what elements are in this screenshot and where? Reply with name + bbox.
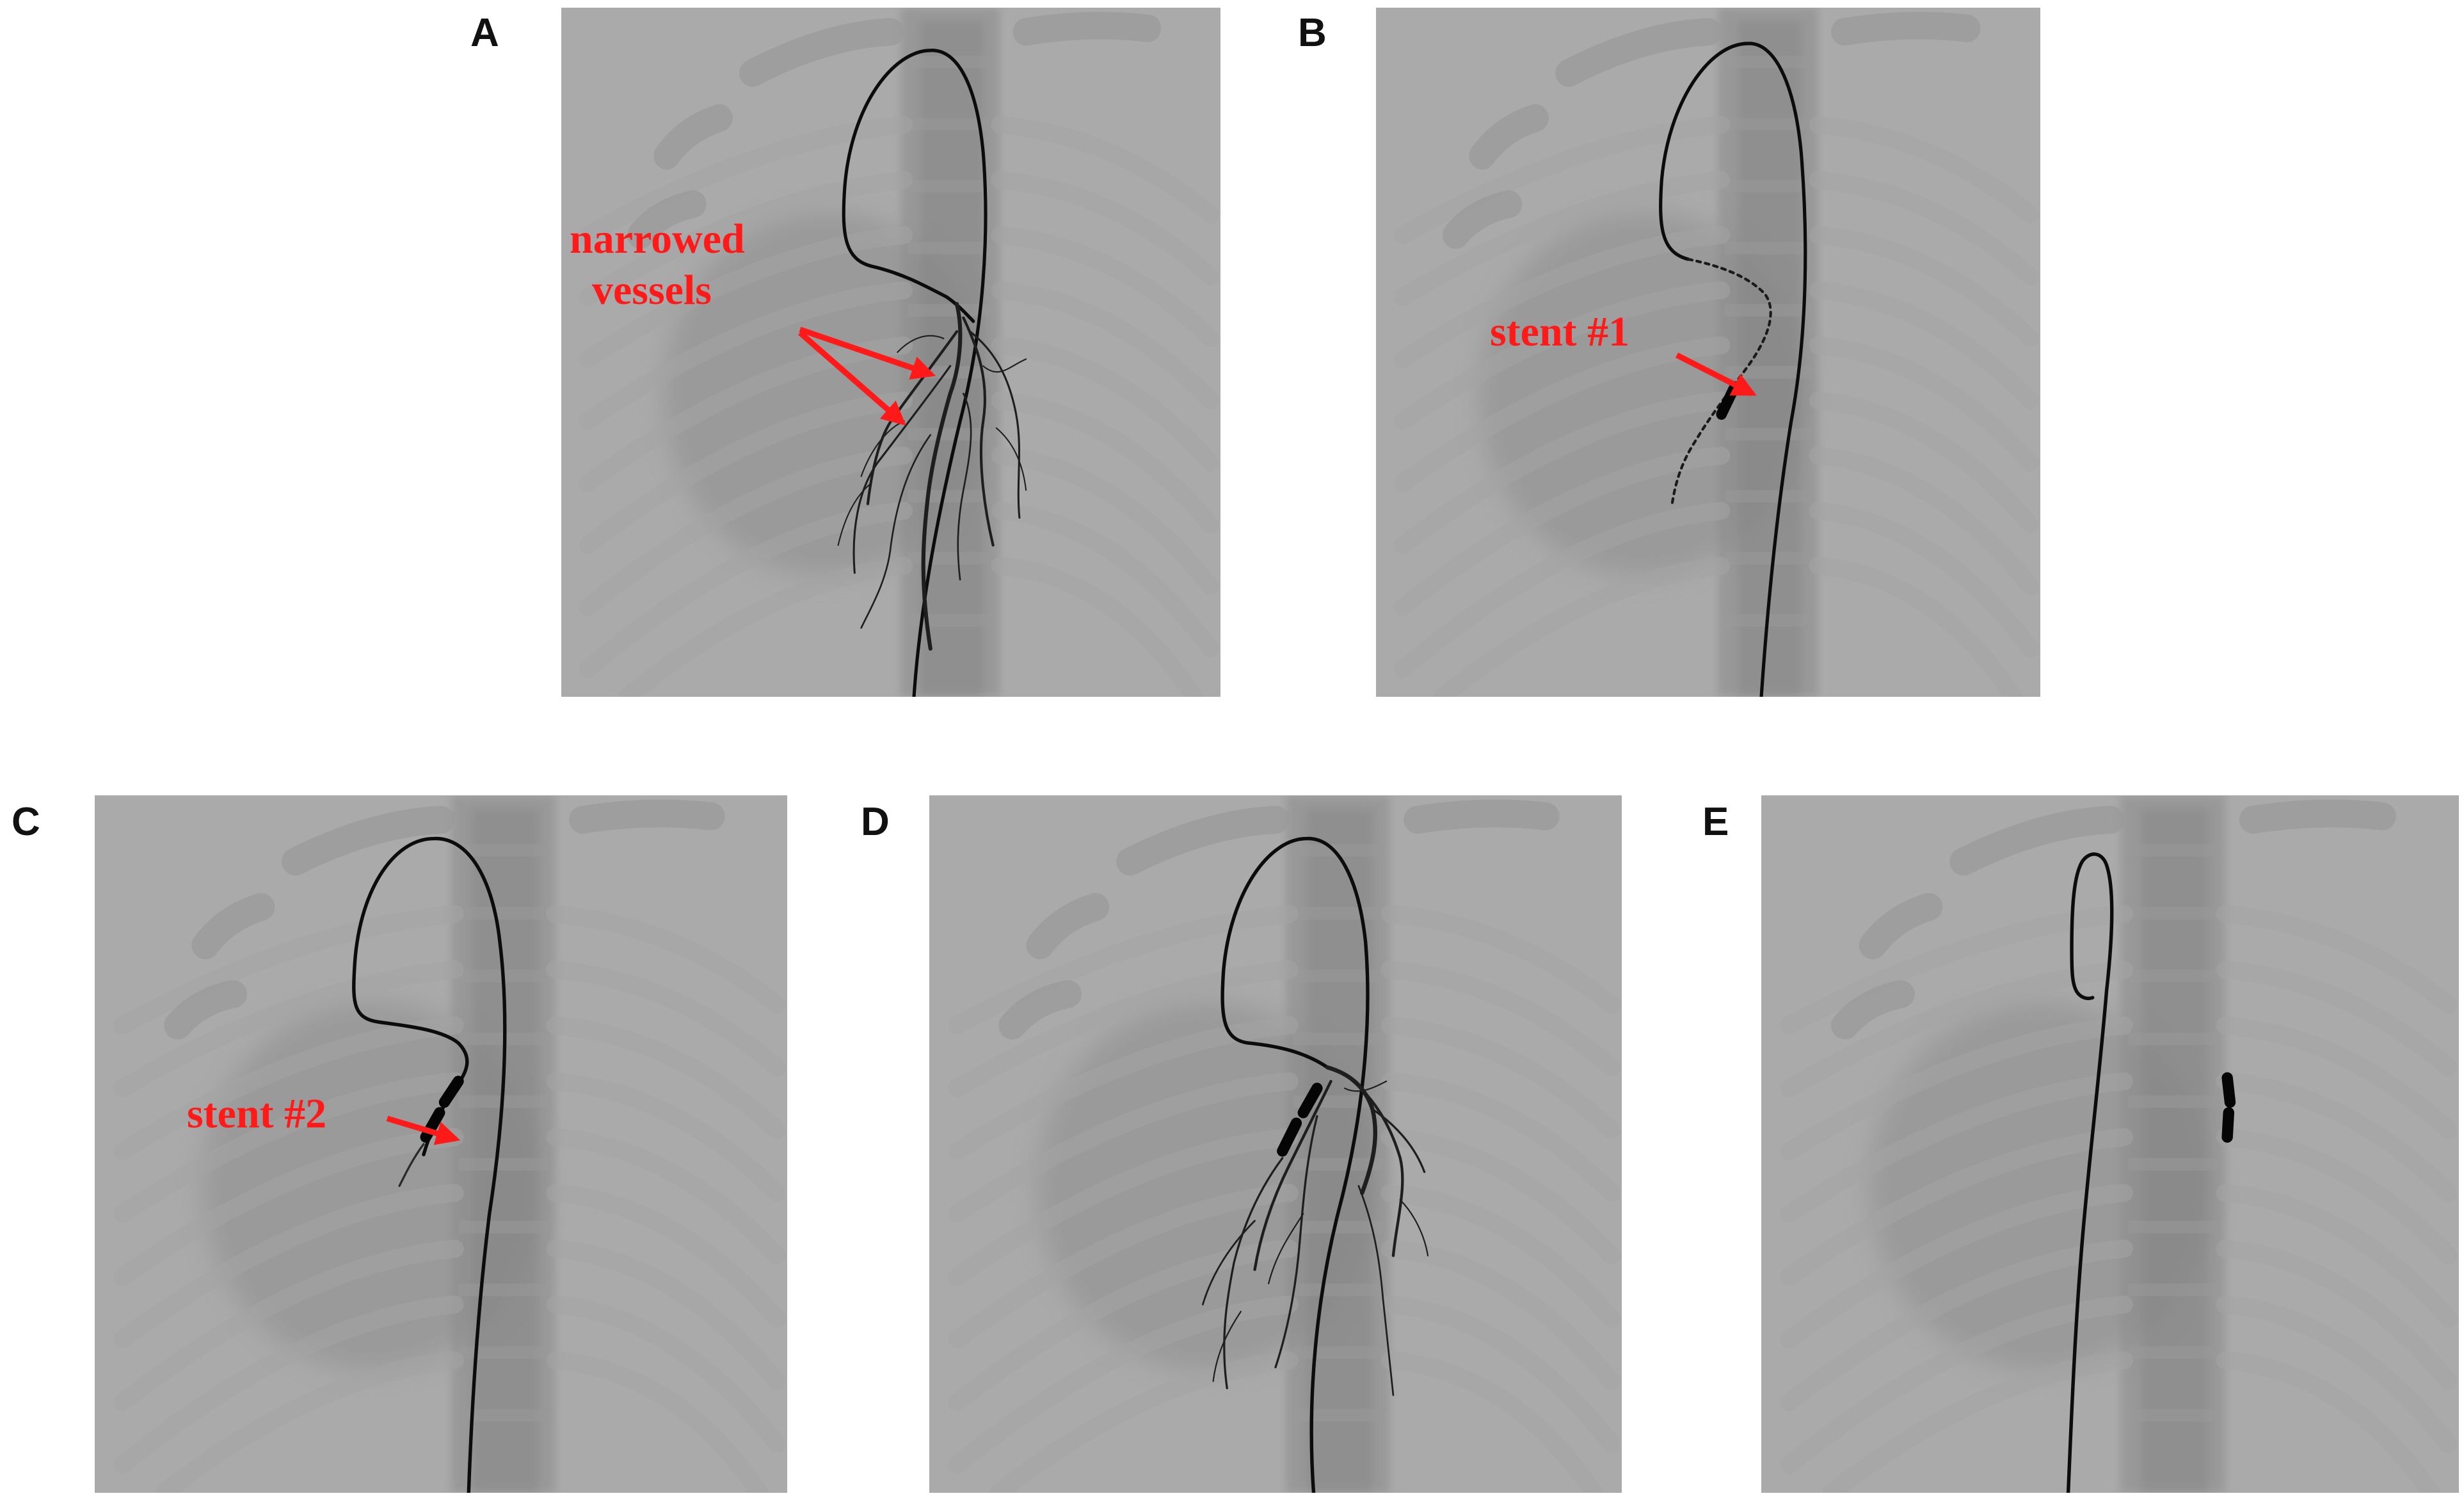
panel-d-stent-upper: [1297, 1083, 1323, 1118]
panel-b: B stent #1: [1298, 8, 2040, 697]
panel-b-dotted-wire: [1670, 257, 1772, 509]
panel-e-stent-lower: [2221, 1107, 2235, 1143]
panel-b-guidewire: [1659, 42, 1807, 697]
panel-e-stent-upper: [2221, 1072, 2236, 1108]
panel-e: E: [1702, 795, 2459, 1493]
panel-e-letter: E: [1702, 800, 1729, 844]
panel-d: D: [861, 795, 1622, 1493]
panel-c: C stent #2: [12, 795, 787, 1493]
panel-d-xray: [929, 795, 1622, 1493]
panel-a-letter: A: [470, 11, 499, 55]
panel-a-annotation-line-2: vessels: [592, 267, 712, 314]
panel-b-xray: [1376, 8, 2040, 697]
panel-e-guidewire: [2066, 852, 2114, 1493]
panel-e-xray: [1761, 795, 2459, 1493]
panel-a-arrow-2: [798, 330, 906, 426]
panel-b-arrow: [1675, 352, 1757, 397]
panel-d-guidewire: [1220, 836, 1370, 1493]
panel-d-stent-lower: [1277, 1117, 1302, 1157]
panel-c-guidewire: [352, 836, 507, 1493]
panel-c-xray: [95, 795, 787, 1493]
panel-a-annotation-line-1: narrowed: [570, 216, 745, 262]
panel-a-arrow-1: [799, 326, 936, 380]
panel-c-stent-upper: [438, 1076, 464, 1108]
panel-b-letter: B: [1298, 11, 1327, 55]
panel-c-annotation: stent #2: [187, 1090, 326, 1137]
panel-d-letter: D: [861, 800, 890, 844]
panel-c-letter: C: [12, 800, 40, 844]
panel-c-arrow: [386, 1115, 461, 1145]
panel-d-vessel-tree: [1202, 1065, 1429, 1396]
panel-a: A narrowed vessels: [470, 8, 1220, 697]
panel-a-xray: [561, 8, 1220, 697]
panel-b-annotation: stent #1: [1490, 308, 1629, 355]
panel-a-guidewire: [842, 49, 988, 697]
